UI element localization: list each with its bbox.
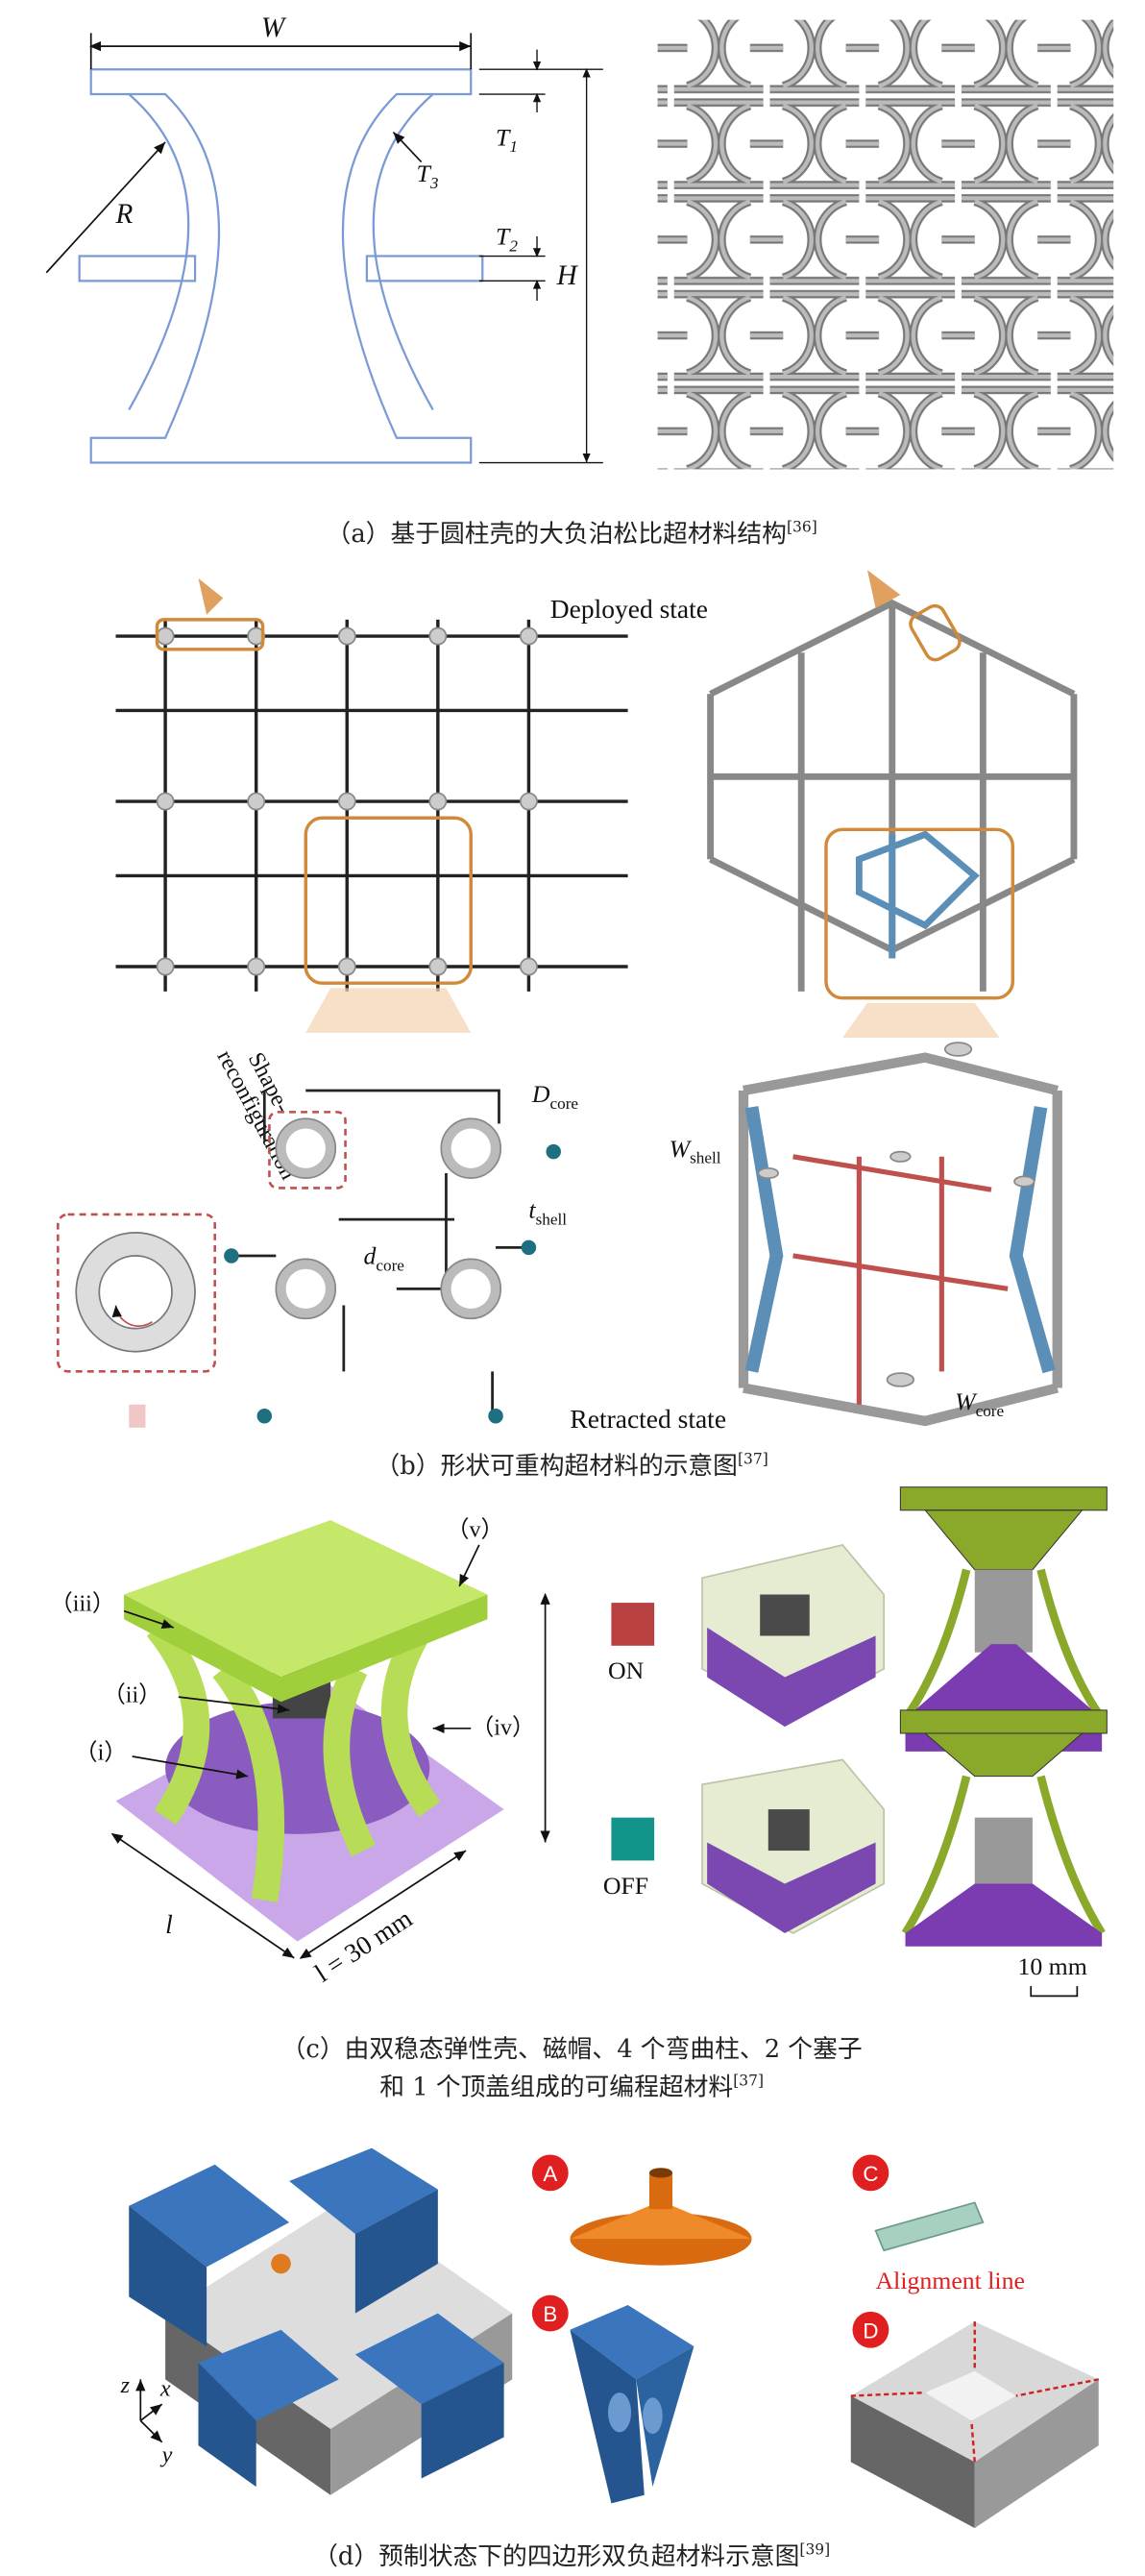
label-W-shell: Wshell (670, 1135, 721, 1167)
alignment-line-label: Alignment line (876, 2267, 1025, 2294)
label-d-core: dcore (363, 1242, 404, 1275)
caption-b: （b）形状可重构超材料的示意图[37] (376, 1451, 768, 1481)
caption-c-line2: 和 1 个顶盖组成的可编程超材料[37] (379, 2072, 764, 2101)
quad-metamaterial-render (129, 2147, 513, 2495)
on-state-render (701, 1543, 886, 1728)
label-R: R (115, 199, 134, 230)
scale-bar-label: 10 mm (1017, 1952, 1086, 1980)
caption-c-line1: （c）由双稳态弹性壳、磁帽、4 个弯曲柱、2 个塞子 (281, 2035, 863, 2064)
part-i-label: （i） (75, 1740, 128, 1765)
label-H: H (556, 260, 579, 291)
part-iv-label: （iv） (471, 1716, 535, 1741)
alignment-rod-render (874, 2201, 985, 2252)
magnetic-cap-render (570, 2168, 752, 2266)
on-label: ON (608, 1656, 645, 1684)
caption-d: （d）预制状态下的四边形双负超材料示意图[39] (313, 2541, 830, 2571)
panel-a: W R T3 T1 T2 H （a）基于圆柱壳的大负泊松比超材料结构[36] (45, 12, 1114, 549)
lattice-array-render (657, 19, 1114, 470)
part-v-label: （v） (446, 1517, 503, 1542)
label-t-shell: tshell (528, 1195, 567, 1228)
plug-block-render (570, 2304, 694, 2504)
panel-b: Deployed state Shape-reconfiguration (57, 570, 1078, 1481)
marker-A: A (531, 2154, 569, 2192)
label-W: W (261, 12, 287, 43)
off-swatch (611, 1817, 655, 1861)
off-cross-section (899, 1709, 1108, 1947)
caption-a: （a）基于圆柱壳的大负泊松比超材料结构[36] (327, 519, 817, 549)
part-iii-label: （iii） (50, 1592, 115, 1617)
unit-cell-drawing (78, 68, 484, 464)
axis-z: z (120, 2373, 131, 2398)
marker-D: D (852, 2311, 889, 2348)
dim-l-label: l (165, 1909, 173, 1939)
svg-text:D: D (863, 2318, 878, 2343)
panel-d: z x y A B C Alignment line D （d）预制状态下的四边… (120, 2147, 1099, 2571)
off-state-render (701, 1758, 886, 1935)
off-label: OFF (603, 1872, 648, 1900)
part-ii-label: （ii） (103, 1682, 162, 1707)
panel-c: （v） （iii） （ii） （iv） （i） l l = 30 mm ON O… (50, 1486, 1108, 2102)
svg-text:A: A (543, 2162, 557, 2186)
on-swatch (611, 1603, 655, 1646)
label-T1: T1 (496, 123, 518, 156)
axis-y: y (159, 2442, 173, 2467)
label-W-core: Wcore (955, 1387, 1004, 1420)
retracted-3d-render (738, 1042, 1062, 1427)
svg-text:B: B (543, 2302, 557, 2326)
axis-x: x (159, 2377, 171, 2402)
frame-render (850, 2321, 1099, 2529)
label-T3: T3 (416, 159, 438, 192)
deployed-2d-lattice (115, 619, 628, 992)
svg-text:C: C (863, 2162, 878, 2186)
deployed-state-label: Deployed state (550, 594, 708, 624)
label-D-core: Dcore (531, 1080, 579, 1113)
programmable-unit-photo (115, 1520, 504, 1942)
retracted-state-label: Retracted state (570, 1404, 726, 1434)
axes-triad (135, 2379, 163, 2443)
marker-B: B (531, 2294, 569, 2332)
arrow-icon (198, 577, 224, 615)
scale-bar (1030, 1986, 1079, 1998)
label-T2: T2 (496, 223, 518, 256)
deployed-3d-lattice (707, 599, 1078, 992)
marker-C: C (852, 2154, 889, 2192)
